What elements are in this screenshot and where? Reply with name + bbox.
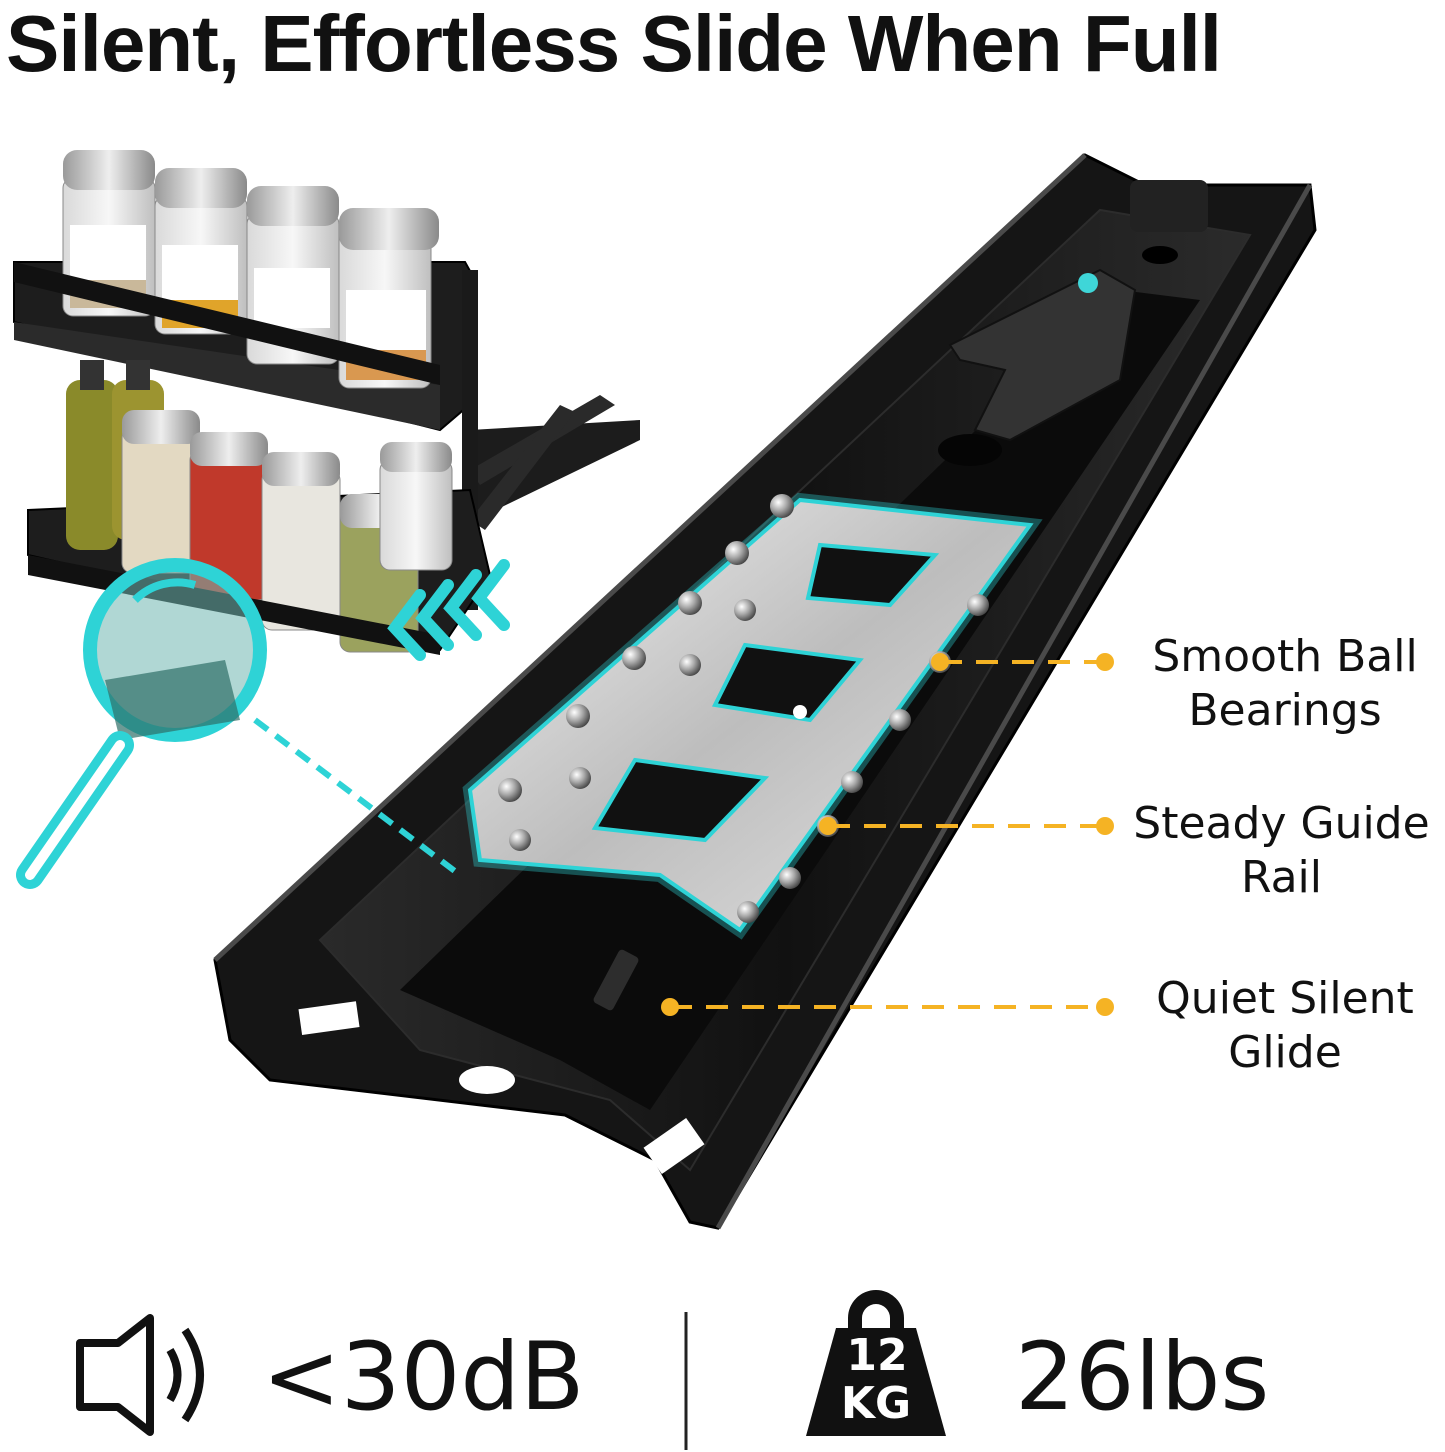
noise-level-value: <30dB [262, 1323, 585, 1432]
callout-connectors [670, 660, 1105, 1009]
kettlebell-weight-icon [806, 1290, 946, 1436]
callout-label: Glide [1228, 1027, 1342, 1078]
callout-label: Steady Guide [1133, 798, 1430, 849]
magnifier-icon [16, 558, 267, 889]
spice-jars-bottom [66, 360, 453, 653]
speaker-icon [76, 1314, 204, 1436]
slide-motion-arrows [387, 559, 510, 661]
weight-badge-unit: KG [840, 1378, 912, 1429]
callout-label: Rail [1240, 852, 1323, 903]
load-capacity-value: 26lbs [1015, 1323, 1270, 1432]
ball-bearing-cage [462, 492, 1043, 940]
weight-badge-number: 12 [846, 1330, 908, 1381]
callout-label: Quiet Silent [1156, 973, 1414, 1024]
callout-steady-guide-rail: Steady Guide Rail [1118, 797, 1445, 905]
spice-rack-illustration [13, 150, 640, 889]
page-title: Silent, Effortless Slide When Full [6, 0, 1222, 88]
callout-label: Smooth Ball [1152, 631, 1418, 682]
callout-smooth-ball-bearings: Smooth Ball Bearings [1125, 630, 1445, 738]
callout-dots [661, 653, 1114, 1016]
callout-label: Bearings [1188, 685, 1382, 736]
callout-quiet-silent-glide: Quiet Silent Glide [1125, 972, 1445, 1080]
